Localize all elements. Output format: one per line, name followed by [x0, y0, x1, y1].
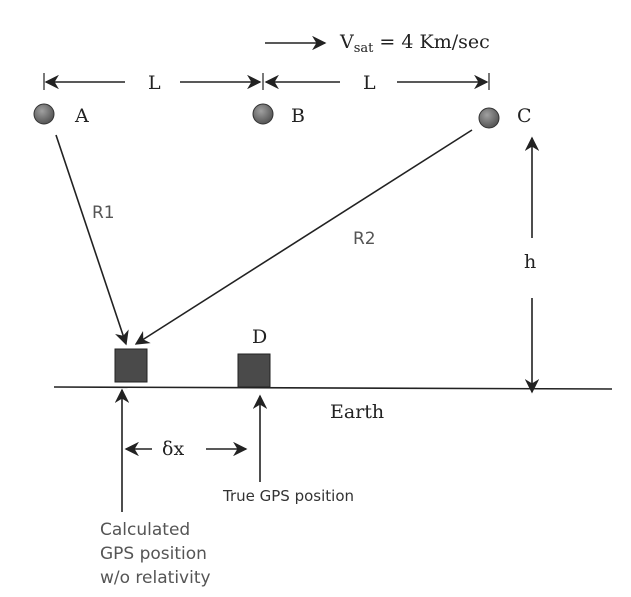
range-r1-label: R1 [92, 203, 115, 223]
ground-line [53, 386, 613, 390]
true-position-marker [237, 353, 271, 388]
spacing-label-left: L [148, 72, 161, 94]
spacing-label-right: L [363, 72, 376, 94]
range-r2-arrow [134, 129, 473, 345]
offset-label: δx [162, 438, 184, 460]
calculated-caption-line-2: GPS position [100, 544, 207, 564]
point-d-label: D [252, 326, 267, 348]
satellite-b-icon [252, 103, 274, 125]
range-r1-arrow [55, 134, 129, 346]
satellite-a-label: A [74, 105, 89, 127]
calculated-caption-line-3: w/o relativity [100, 568, 211, 588]
range-r2-label: R2 [353, 229, 376, 249]
true-position-caption: True GPS position [222, 487, 354, 505]
calculated-caption-line-1: Calculated [100, 520, 190, 540]
velocity-label: Vsat = 4 Km/sec [339, 31, 490, 56]
calculated-position-marker [114, 348, 148, 383]
satellite-c-icon [478, 107, 500, 129]
satellite-a-icon [33, 103, 55, 125]
satellite-b-label: B [291, 105, 305, 127]
satellite-c-label: C [517, 105, 532, 127]
altitude-label: h [524, 251, 536, 273]
ground-label: Earth [330, 401, 384, 423]
